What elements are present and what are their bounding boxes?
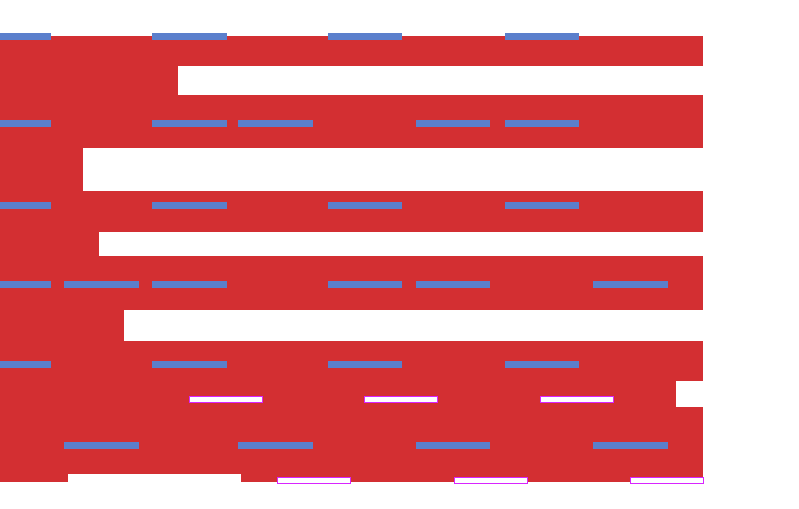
field-r5-c3[interactable] xyxy=(540,396,614,403)
gap-6 xyxy=(68,474,241,482)
line-r2-c4 xyxy=(416,120,490,127)
line-r6-c2 xyxy=(238,442,313,449)
field-r5-c1[interactable] xyxy=(189,396,263,403)
line-r3-c4 xyxy=(505,202,579,209)
line-r2-c5 xyxy=(505,120,579,127)
line-r2-c2 xyxy=(152,120,227,127)
line-r4-c5 xyxy=(416,281,490,288)
field-r7-c3[interactable] xyxy=(630,477,704,484)
line-r4-c1 xyxy=(0,281,51,288)
line-r1-c4 xyxy=(505,33,579,40)
line-r6-c4 xyxy=(593,442,668,449)
band-10 xyxy=(0,381,676,407)
line-r2-c1 xyxy=(0,120,51,127)
line-r5-c1 xyxy=(0,361,51,368)
line-r1-c2 xyxy=(152,33,227,40)
line-r1-c3 xyxy=(328,33,402,40)
line-r6-c3 xyxy=(416,442,490,449)
band-6 xyxy=(0,232,99,256)
band-4 xyxy=(0,148,83,191)
line-r5-c2 xyxy=(152,361,227,368)
line-r4-c2 xyxy=(64,281,139,288)
gap-4 xyxy=(124,310,703,341)
line-r4-c6 xyxy=(593,281,668,288)
field-r5-c2[interactable] xyxy=(364,396,438,403)
band-11 xyxy=(0,407,703,474)
band-3 xyxy=(0,95,703,148)
gap-2 xyxy=(83,148,703,191)
line-r5-c4 xyxy=(505,361,579,368)
field-r7-c1[interactable] xyxy=(277,477,351,484)
band-8 xyxy=(0,310,124,341)
field-r7-c2[interactable] xyxy=(454,477,528,484)
line-r1-c1 xyxy=(0,33,51,40)
band-12 xyxy=(0,474,68,482)
line-r4-c3 xyxy=(152,281,227,288)
line-r3-c3 xyxy=(328,202,402,209)
band-2 xyxy=(0,66,178,95)
line-r2-c3 xyxy=(238,120,313,127)
line-r3-c2 xyxy=(152,202,227,209)
gap-5 xyxy=(676,381,703,407)
band-1 xyxy=(0,36,703,66)
band-5 xyxy=(0,191,703,232)
line-r4-c4 xyxy=(328,281,402,288)
gap-3 xyxy=(99,232,703,256)
line-r6-c1 xyxy=(64,442,139,449)
line-r3-c1 xyxy=(0,202,51,209)
line-r5-c3 xyxy=(328,361,402,368)
gap-1 xyxy=(178,66,703,95)
